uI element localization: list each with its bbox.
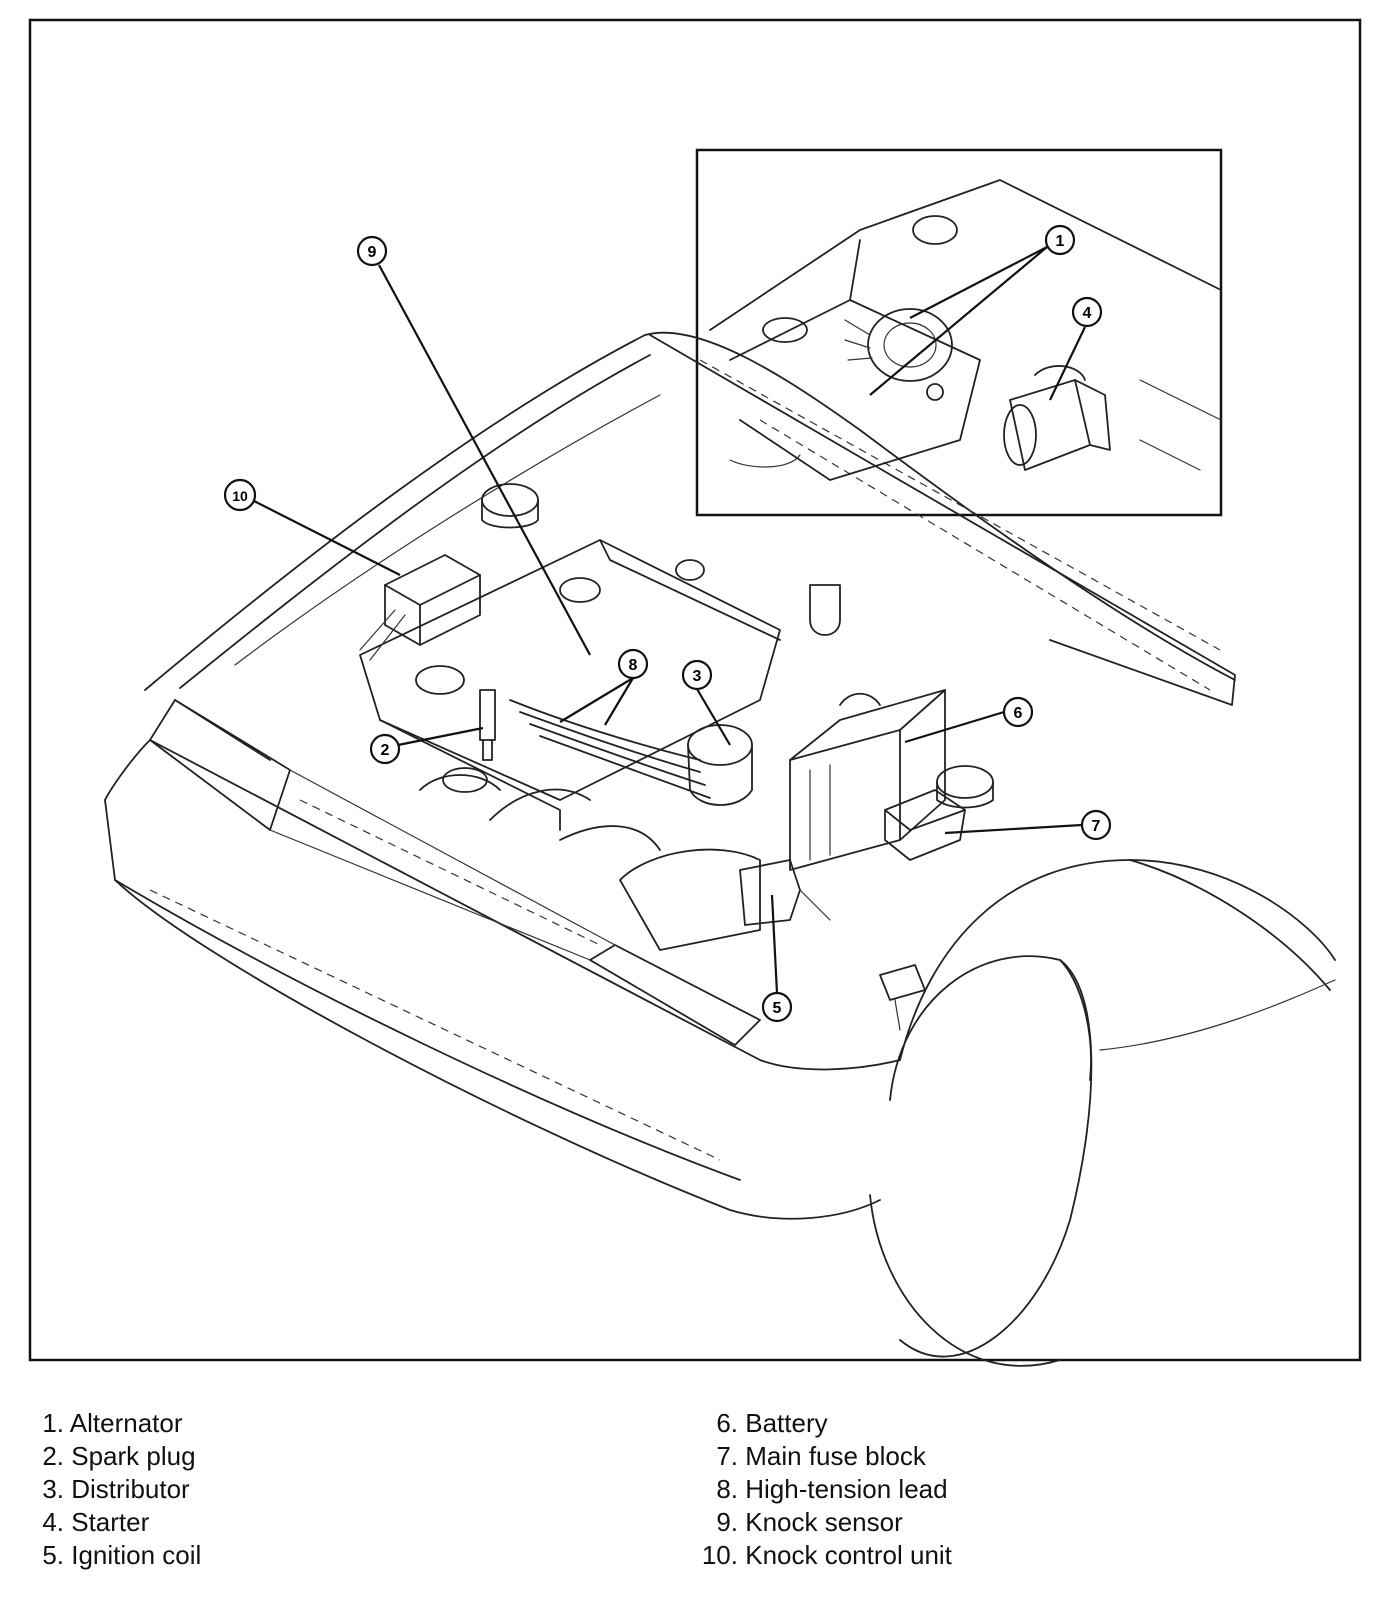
callout-10: 10 [223,478,257,512]
legend-label: Distributor [71,1474,190,1504]
callout-5: 5 [761,991,793,1023]
legend-label: Battery [745,1408,828,1438]
callout-9: 9 [356,235,388,267]
inset-drawing [709,179,1222,481]
legend-item: 6. Battery [716,1408,828,1438]
legend-right: 6. Battery 7. Main fuse block 8. High-te… [684,1407,952,1572]
legend-item: 3. Distributor [42,1474,190,1504]
legend-item: 2. Spark plug [42,1441,196,1471]
legend-label: Main fuse block [745,1441,926,1471]
inset-frame [695,148,1223,517]
callout-8-label: 8 [629,657,638,674]
callout-2-label: 2 [381,742,390,759]
car-body [104,331,1336,1367]
legend-item: 10. Knock control unit [701,1540,952,1570]
legend-item: 8. High-tension lead [716,1474,948,1504]
legend-label: Knock sensor [745,1507,903,1537]
callout-4: 4 [1071,296,1103,328]
legend-item: 9. Knock sensor [716,1507,903,1537]
callout-10-label: 10 [232,488,248,504]
callout-1: 1 [1044,224,1076,256]
callout-7-label: 7 [1092,818,1101,835]
legend-label: Spark plug [71,1441,196,1471]
callout-6-label: 6 [1014,705,1023,722]
callouts: 1 4 2 3 5 6 7 8 [223,224,1112,1023]
callout-9-label: 9 [368,244,377,261]
callout-8: 8 [617,648,649,680]
engine-components [359,483,994,1031]
legend-label: Ignition coil [71,1540,202,1570]
legend-label: Alternator [69,1408,183,1438]
legend-label: High-tension lead [745,1474,948,1504]
legend-label: Knock control unit [745,1540,952,1570]
callout-1-label: 1 [1056,233,1065,250]
callout-7: 7 [1080,809,1112,841]
legend-item: 4. Starter [42,1507,150,1537]
callout-6: 6 [1002,696,1034,728]
callout-3-label: 3 [693,668,702,685]
legend-left: 1. Alternator 2. Spark plug 3. Distribut… [22,1407,201,1572]
diagram-frame [28,18,1362,1362]
legend-label: Starter [71,1507,150,1537]
callout-3: 3 [681,659,713,691]
leader-lines [251,246,1086,994]
callout-5-label: 5 [773,1000,782,1017]
callout-4-label: 4 [1083,305,1092,322]
legend-item: 5. Ignition coil [42,1540,202,1570]
legend-item: 1. Alternator [42,1408,183,1438]
callout-2: 2 [369,733,401,765]
legend-item: 7. Main fuse block [716,1441,926,1471]
